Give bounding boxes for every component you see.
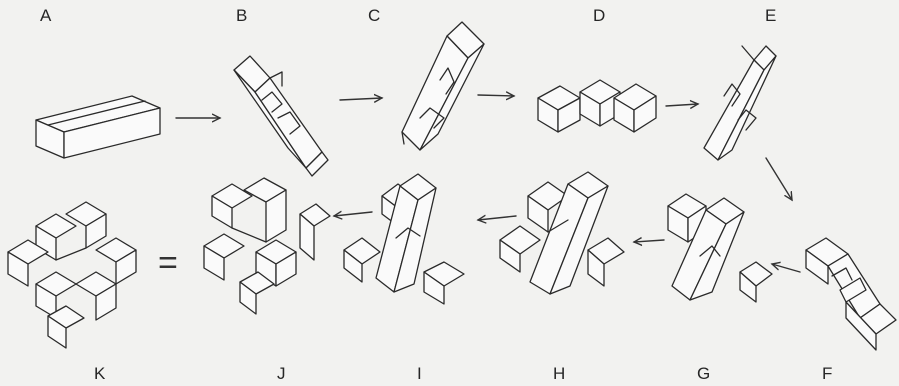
piece-h [499, 171, 625, 295]
step-label-b: B [236, 6, 248, 25]
step-label-i: I [417, 364, 422, 383]
arrow-h-to-i [478, 216, 517, 220]
piece-j [203, 177, 331, 315]
step-label-e: E [765, 6, 777, 25]
arrow-g-to-h [634, 240, 665, 242]
piece-d [537, 79, 657, 133]
step-label-h: H [553, 364, 566, 383]
step-label-j: J [277, 364, 286, 383]
arrow-b-to-c [339, 98, 382, 100]
step-label-k: K [94, 364, 106, 383]
arrows [175, 95, 801, 273]
step-label-d: D [593, 6, 606, 25]
arrow-e-to-f [765, 157, 792, 200]
step-label-g: G [697, 364, 711, 383]
equals-sign: = [158, 244, 178, 282]
piece-e [703, 45, 777, 161]
step-label-f: F [822, 364, 833, 383]
piece-c [401, 21, 485, 151]
piece-g [667, 193, 773, 303]
piece-f [805, 237, 897, 351]
arrow-f-to-g [772, 264, 801, 273]
step-label-c: C [368, 6, 381, 25]
piece-k [7, 201, 137, 349]
step-label-a: A [40, 6, 52, 25]
piece-a [35, 95, 161, 159]
piece-i [343, 173, 465, 305]
arrow-i-to-j [334, 212, 373, 216]
piece-b [233, 55, 329, 177]
arrow-c-to-d [477, 95, 514, 96]
arrow-d-to-e [665, 104, 698, 106]
